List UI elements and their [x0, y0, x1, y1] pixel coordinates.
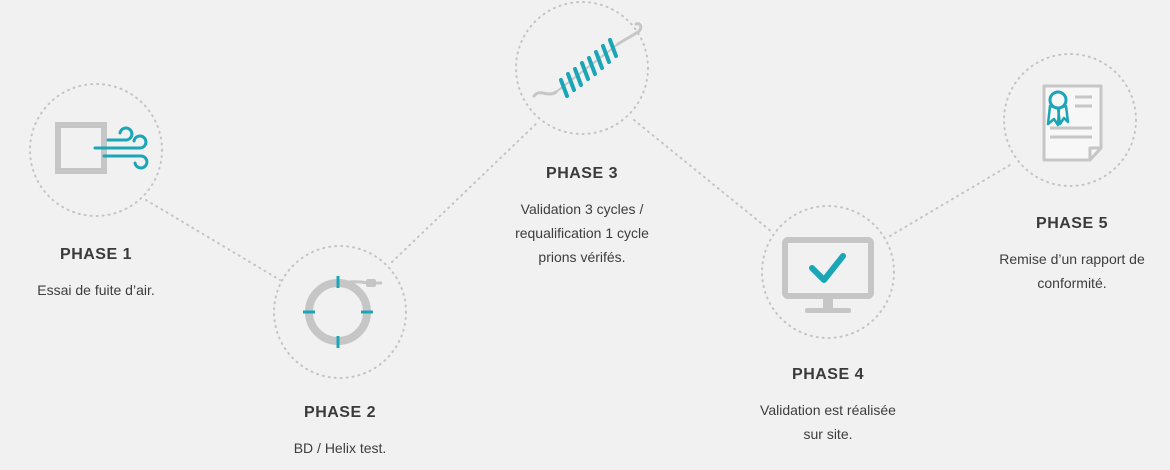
connector-1-2 — [145, 199, 281, 281]
ring-test-icon — [303, 276, 382, 348]
phase-5-ring — [1003, 53, 1137, 187]
air-leak-icon — [55, 122, 149, 174]
monitor-check-icon — [782, 237, 874, 313]
phase-3-ring — [515, 1, 649, 135]
phase-2-text: PHASE 2 BD / Helix test. — [250, 404, 430, 460]
helix-icon — [532, 22, 643, 98]
phase-2-title: PHASE 2 — [304, 404, 376, 421]
connector-3-4 — [633, 119, 773, 233]
phase-2-node — [273, 245, 407, 379]
phase-4-ring — [761, 205, 895, 339]
phase-5-node — [1003, 53, 1137, 187]
connector-4-5 — [889, 164, 1011, 237]
phase-4-text: PHASE 4 Validation est réalisée sur site… — [728, 366, 928, 446]
phase-4-description: Validation est réalisée sur site. — [760, 402, 896, 442]
phase-3-text: PHASE 3 Validation 3 cycles / requalific… — [482, 165, 682, 269]
phase-1-text: PHASE 1 Essai de fuite d’air. — [20, 246, 172, 302]
phase-5-text: PHASE 5 Remise d’un rapport de conformit… — [972, 215, 1170, 295]
phase-1-description: Essai de fuite d’air. — [37, 282, 155, 298]
phase-1-title: PHASE 1 — [60, 246, 132, 263]
phase-2-ring — [273, 245, 407, 379]
phase-4-title: PHASE 4 — [792, 366, 864, 383]
certificate-icon — [1042, 84, 1103, 162]
phase-5-description: Remise d’un rapport de conformité. — [999, 251, 1145, 291]
phase-5-title: PHASE 5 — [1036, 215, 1108, 232]
phase-3-description: Validation 3 cycles / requalification 1 … — [515, 201, 649, 265]
phase-3-node — [515, 1, 649, 135]
phase-3-title: PHASE 3 — [546, 165, 618, 182]
connector-2-3 — [391, 121, 539, 263]
phase-4-node — [761, 205, 895, 339]
phase-2-description: BD / Helix test. — [293, 440, 387, 456]
phase-1-ring — [29, 83, 163, 217]
phase-1-node — [29, 83, 163, 217]
